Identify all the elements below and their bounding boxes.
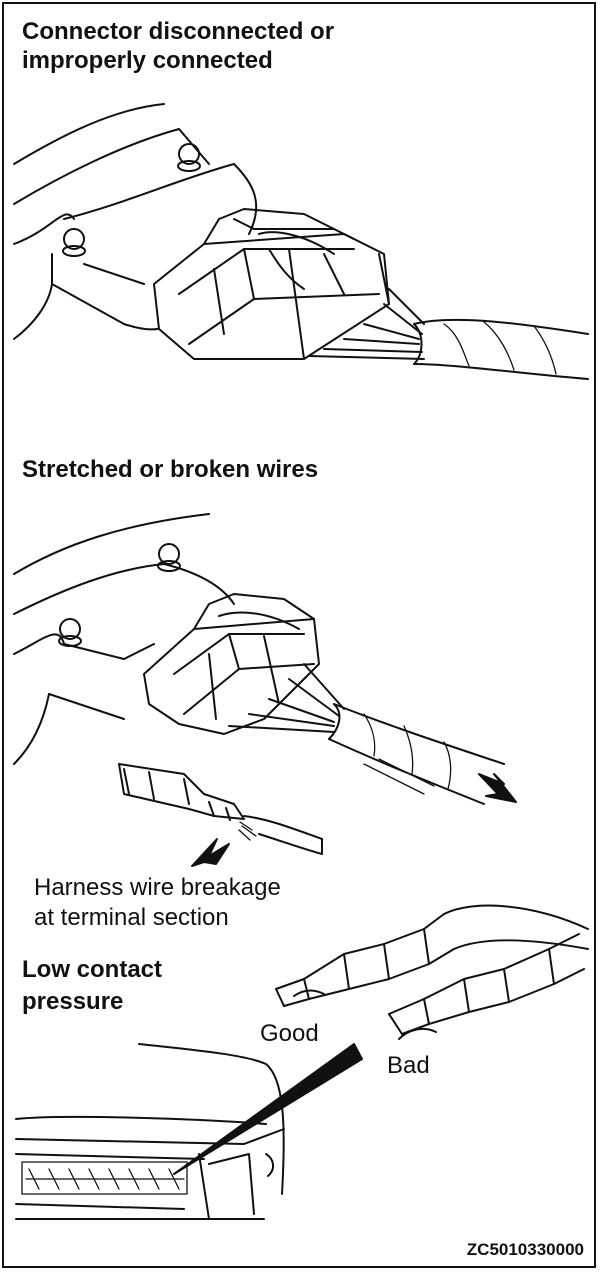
low-contact-pressure-illustration <box>4 4 598 1270</box>
label-bad: Bad <box>387 1052 430 1081</box>
label-good: Good <box>260 1020 319 1049</box>
bad-terminal <box>389 934 584 1039</box>
figure-code: ZC5010330000 <box>467 1240 584 1260</box>
good-terminal <box>276 906 588 1006</box>
